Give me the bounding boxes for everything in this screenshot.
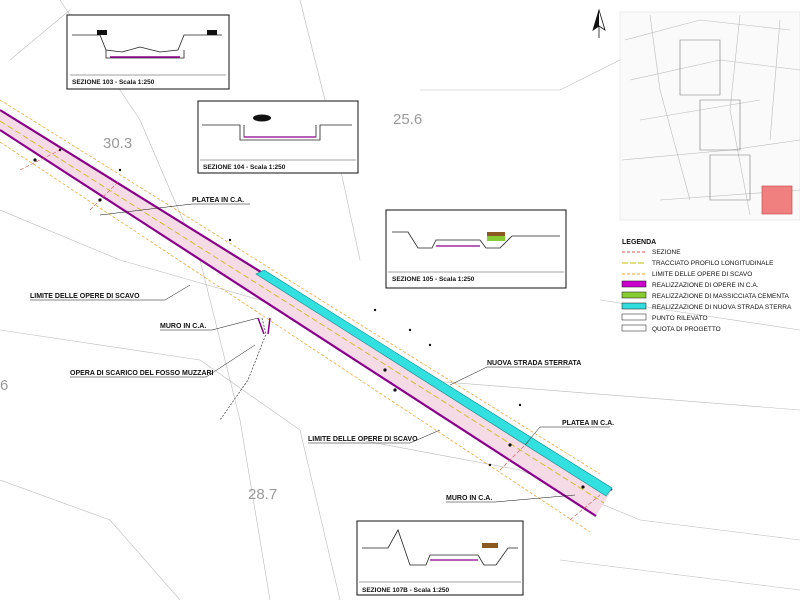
- legend-item: QUOTA DI PROGETTO: [621, 324, 721, 333]
- elevation-1: 30.3: [103, 135, 132, 152]
- legend-item: REALIZZAZIONE DI NUOVA STRADA STERRA: [621, 302, 792, 311]
- legend-label: REALIZZAZIONE DI OPERE IN C.A.: [652, 282, 759, 289]
- excavation-limit-north: [0, 99, 601, 475]
- new-gravel-road: [255, 269, 613, 497]
- key-map: [619, 11, 800, 221]
- label-limite-2: LIMITE DELLE OPERE DI SCAVO: [308, 436, 418, 443]
- section-103: SEZIONE 103 - Scala 1:250: [66, 14, 230, 90]
- legend-item: LIMITE DELLE OPERE DI SCAVO: [622, 271, 752, 278]
- legend: LEGENDA SEZIONE TRACCIATO PROFILO LONGITU…: [621, 239, 792, 333]
- legend-symbol: [621, 291, 647, 299]
- elevation-2: 25.6: [393, 111, 422, 128]
- legend-symbol: [621, 302, 647, 310]
- section-105: SEZIONE 105 - Scala 1:250: [385, 209, 567, 289]
- legend-label: QUOTA DI PROGETTO: [652, 326, 721, 333]
- legend-item: PUNTO RILEVATO: [621, 313, 708, 322]
- north-arrow-icon: [592, 8, 606, 38]
- label-nuova-strada: NUOVA STRADA STERRATA: [487, 360, 581, 367]
- legend-item: REALIZZAZIONE DI MASSICCIATA CEMENTA: [621, 291, 790, 300]
- section-105-caption: SEZIONE 105 - Scala 1:250: [392, 276, 475, 283]
- legend-symbol: [621, 313, 647, 321]
- label-muro-2: MURO IN C.A.: [446, 495, 492, 502]
- wall-south: [0, 129, 597, 517]
- key-map-highlight: [761, 185, 793, 215]
- drain-channel: [219, 317, 267, 421]
- legend-label: SEZIONE: [652, 249, 681, 256]
- legend-symbol: [621, 280, 647, 288]
- section-104-caption: SEZIONE 104 - Scala 1:250: [203, 164, 286, 171]
- legend-label: LIMITE DELLE OPERE DI SCAVO: [652, 271, 752, 278]
- legend-symbol: [621, 324, 647, 332]
- profile-line: [0, 120, 605, 504]
- survey-points: [33, 148, 585, 489]
- legend-label: REALIZZAZIONE DI NUOVA STRADA STERRA: [652, 304, 792, 311]
- excavation-limit-south: [0, 141, 591, 533]
- legend-item: TRACCIATO PROFILO LONGITUDINALE: [622, 260, 774, 267]
- label-opera-scarico: OPERA DI SCARICO DEL FOSSO MUZZARI: [70, 370, 214, 377]
- legend-label: TRACCIATO PROFILO LONGITUDINALE: [652, 260, 774, 267]
- legend-label: REALIZZAZIONE DI MASSICCIATA CEMENTA: [652, 293, 790, 300]
- section-107b: SEZIONE 107B - Scala 1:250: [356, 520, 524, 596]
- legend-item: REALIZZAZIONE DI OPERE IN C.A.: [621, 280, 759, 289]
- road-corridor: [0, 99, 613, 533]
- label-muro-1: MURO IN C.A.: [160, 323, 206, 330]
- legend-label: PUNTO RILEVATO: [652, 315, 708, 322]
- label-limite-1: LIMITE DELLE OPERE DI SCAVO: [30, 293, 140, 300]
- elevation-4: 6: [0, 377, 8, 394]
- label-platea-1: PLATEA IN C.A.: [192, 197, 244, 204]
- section-103-caption: SEZIONE 103 - Scala 1:250: [72, 79, 155, 86]
- label-platea-2: PLATEA IN C.A.: [562, 420, 614, 427]
- section-104: SEZIONE 104 - Scala 1:250: [197, 100, 359, 174]
- section-107b-caption: SEZIONE 107B - Scala 1:250: [362, 587, 449, 594]
- annotations: PLATEA IN C.A. LIMITE DELLE OPERE DI SCA…: [30, 197, 614, 503]
- legend-title: LEGENDA: [622, 239, 656, 246]
- legend-item: SEZIONE: [622, 249, 681, 256]
- elevation-3: 28.7: [248, 486, 277, 503]
